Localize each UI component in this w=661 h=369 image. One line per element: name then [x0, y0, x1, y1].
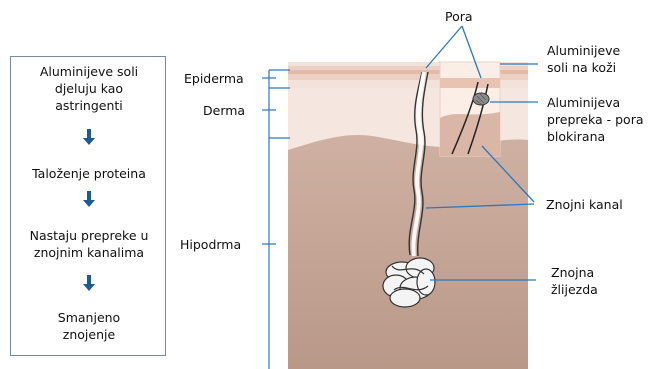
- label-znojna-zlijezda: Znojna žlijezda: [551, 264, 598, 298]
- inset-epidermis-band: [440, 78, 500, 88]
- label-znojni-kanal: Znojni kanal: [546, 196, 623, 213]
- label-hipodrma: Hipodrma: [180, 236, 241, 253]
- layer-brackets: [262, 70, 290, 369]
- pore-inset: [440, 62, 500, 156]
- label-derma: Derma: [203, 102, 245, 119]
- label-pora: Pora: [445, 8, 473, 25]
- label-aluminijeva-prepreka: Aluminijeva prepreka - pora blokirana: [547, 94, 644, 145]
- label-aluminijeve-soli: Aluminijeve soli na koži: [547, 42, 620, 76]
- label-epiderma: Epiderma: [184, 70, 244, 87]
